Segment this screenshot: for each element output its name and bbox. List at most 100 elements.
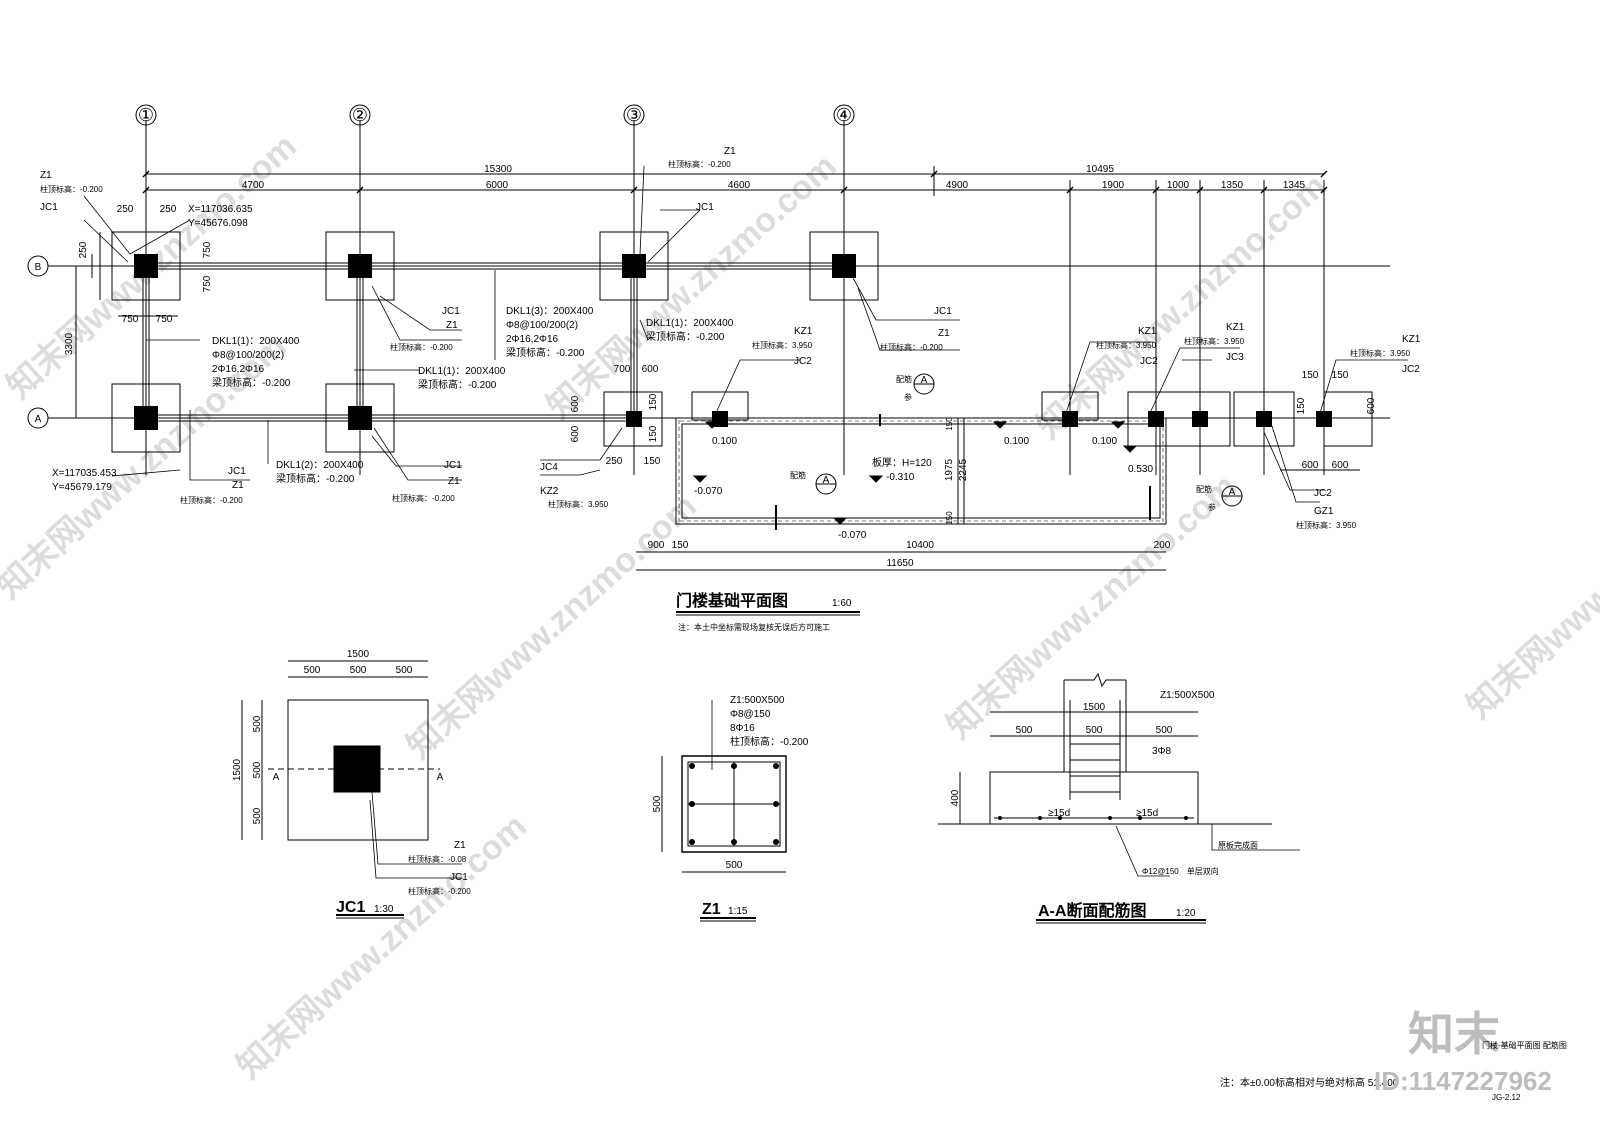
axis-label-2: ② <box>352 105 368 125</box>
label-jc1: JC1 <box>40 202 58 213</box>
label-kz1: KZ1 <box>794 326 813 337</box>
label-section-mark: A <box>1229 487 1236 498</box>
label-coordinate: X=117036.635 <box>188 204 253 215</box>
watermark-text: 知末网www.znzmo.com <box>1030 167 1334 446</box>
axis-marker-a <box>28 408 48 428</box>
aa-title: A-A断面配筋图 <box>1038 901 1146 920</box>
label-section-ref: 配筋 <box>790 470 806 480</box>
dim-text: 400 <box>950 789 961 806</box>
dim-text: 2245 <box>958 458 969 481</box>
aa-text: Z1:500X500 1500 500 500 500 3Φ8 400 ≥15d… <box>950 690 1258 920</box>
plan-text: ① ② ③ ④ B A 15300 10495 4700 6000 4600 4… <box>35 105 1421 632</box>
label-elevation: 柱顶标高：-0.200 <box>40 184 103 194</box>
dim-text: 200 <box>1154 540 1171 551</box>
label-jc2: JC2 <box>1402 364 1420 375</box>
axis-label-1: ① <box>138 105 154 125</box>
label-z1: Z1 <box>938 328 950 339</box>
dim-text: 750 <box>122 314 139 325</box>
dim-text: 3300 <box>64 332 75 355</box>
label-jc4: JC4 <box>540 462 558 473</box>
watermark-text: 知末网www.znzmo.com <box>1460 447 1600 726</box>
dim-text: 600 <box>570 425 581 442</box>
label-z1: Z1 <box>446 320 458 331</box>
aa-ground: 原板完成面 <box>1218 840 1258 850</box>
z1-detail <box>662 700 786 921</box>
jc1-text: 1500 500 500 500 1500 500 500 500 A A Z1… <box>232 649 471 916</box>
aa-lap: ≥15d <box>1136 808 1158 819</box>
dim-text: 4600 <box>728 180 751 191</box>
label-beam-rebar: 2Φ16,2Φ16 <box>212 364 265 375</box>
label-beam-rebar: 2Φ16,2Φ16 <box>506 334 559 345</box>
dim-text: 10495 <box>1086 164 1114 175</box>
label-elevation: 柱顶标高：-0.200 <box>390 342 453 352</box>
dim-text: 1000 <box>1167 180 1190 191</box>
aa-scale: 1:20 <box>1176 908 1196 919</box>
dim-text: 150 <box>648 425 659 442</box>
watermark-text: 知末网www.znzmo.com <box>540 147 844 426</box>
label-elevation: 柱顶标高：3.950 <box>752 340 813 350</box>
dim-text: 600 <box>570 395 581 412</box>
label-elevation: 柱顶标高：-0.08 <box>408 854 467 864</box>
dim-text: 1345 <box>1283 180 1306 191</box>
label-beam-rebar: Φ8@100/200(2) <box>506 320 578 331</box>
dim-text: 4900 <box>946 180 969 191</box>
label-jc3: JC3 <box>1226 352 1244 363</box>
label-elevation: 柱顶标高：3.950 <box>548 499 609 509</box>
foundation-plan <box>28 105 1408 615</box>
dim-text: 600 <box>1332 460 1349 471</box>
label-jc2: JC2 <box>1314 488 1332 499</box>
label-elevation: 0.530 <box>1128 464 1153 475</box>
label-section-ref: 配筋 <box>896 374 912 384</box>
z1-stirrup: Φ8@150 <box>730 709 771 720</box>
dim-text: 500 <box>252 807 263 824</box>
label-elevation: 柱顶标高：-0.200 <box>180 495 243 505</box>
label-jc1: JC1 <box>444 460 462 471</box>
dim-text: 10400 <box>906 540 934 551</box>
label-beam-rebar: Φ8@100/200(2) <box>212 350 284 361</box>
axis-marker-3 <box>624 105 644 125</box>
label-beam: DKL1(1)：200X400 <box>418 366 506 377</box>
label-elevation: 0.100 <box>712 436 737 447</box>
dim-text: 700 <box>614 364 631 375</box>
watermark-layer: 知末网www.znzmo.com 知末网www.znzmo.com 知末网www… <box>0 127 1600 1086</box>
label-kz2: KZ2 <box>540 486 559 497</box>
z1-rebar: 8Φ16 <box>730 723 755 734</box>
label-jc1: JC1 <box>934 306 952 317</box>
label-elevation: 梁顶标高：-0.200 <box>212 376 291 389</box>
axis-marker-2 <box>350 105 370 125</box>
label-section-ref: 参 <box>1208 502 1216 512</box>
label-z1: Z1 <box>448 476 460 487</box>
dim-text: 500 <box>1016 725 1033 736</box>
watermark-text: 知末网www.znzmo.com <box>400 487 704 766</box>
dim-text: 1500 <box>232 758 243 781</box>
jc1-title: JC1 <box>336 899 365 916</box>
label-section-ref: 参 <box>904 392 912 402</box>
label-kz1: KZ1 <box>1402 334 1421 345</box>
label-beam: DKL1(3)：200X400 <box>506 306 594 317</box>
section-mark: A <box>273 772 280 783</box>
label-elevation: 柱顶标高：3.950 <box>1350 348 1411 358</box>
dim-text: 500 <box>1086 725 1103 736</box>
axis-label-3: ③ <box>626 105 642 125</box>
dim-text: 15300 <box>484 164 512 175</box>
label-elevation: 柱顶标高：3.950 <box>1096 340 1157 350</box>
aa-section <box>938 674 1300 923</box>
label-gz1: GZ1 <box>1314 506 1334 517</box>
dim-text: 150 <box>1296 397 1307 414</box>
watermark-id: ID:1147227962 <box>1374 1066 1552 1096</box>
label-jc1: JC1 <box>450 872 468 883</box>
label-elevation: 梁顶标高：-0.200 <box>418 378 497 391</box>
label-elevation: -0.070 <box>694 486 723 497</box>
dim-text: 900 <box>648 540 665 551</box>
dim-text: 500 <box>350 665 367 676</box>
label-elevation: 柱顶标高：-0.200 <box>668 159 731 169</box>
dim-text: 150 <box>1302 370 1319 381</box>
dim-text: 11650 <box>886 558 914 569</box>
dim-text: 150 <box>648 393 659 410</box>
label-elevation: 柱顶标高：-0.200 <box>880 342 943 352</box>
dim-text: 1900 <box>1102 180 1125 191</box>
aa-stirrup: 3Φ8 <box>1152 746 1172 757</box>
dim-text: 1350 <box>1221 180 1244 191</box>
label-z1: Z1 <box>232 480 244 491</box>
label-beam: DKL1(1)：200X400 <box>212 336 300 347</box>
